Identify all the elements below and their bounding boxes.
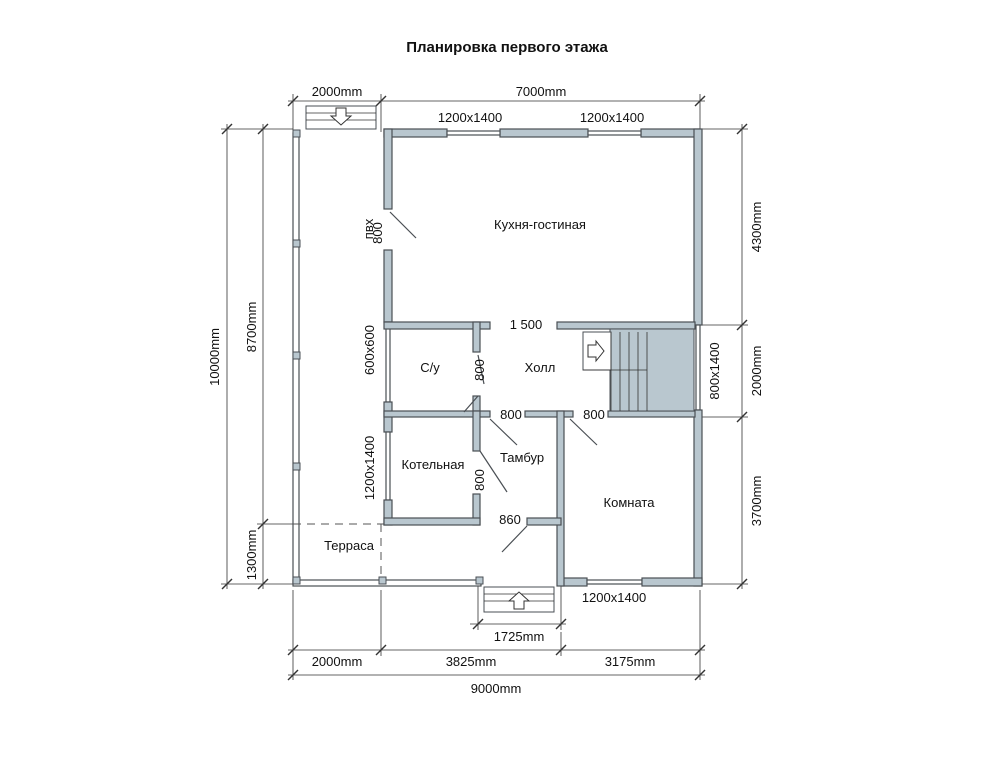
dim-left-terrace: 1300mm bbox=[244, 530, 259, 581]
label-door-wc: 800 bbox=[472, 359, 487, 381]
label-window-room: 1200x1400 bbox=[582, 590, 646, 605]
room-room: Комната bbox=[604, 495, 656, 510]
interior-stairs bbox=[582, 328, 695, 412]
dimension-lines bbox=[221, 94, 748, 681]
dim-right-top: 4300mm bbox=[749, 202, 764, 253]
room-boiler: Котельная bbox=[402, 457, 465, 472]
label-window-wc: 600x600 bbox=[362, 325, 377, 375]
room-kitchen: Кухня-гостиная bbox=[494, 217, 586, 232]
room-vestibule: Тамбур bbox=[500, 450, 544, 465]
terrace bbox=[292, 129, 484, 587]
dim-bottom-total: 9000mm bbox=[471, 681, 522, 696]
doors bbox=[389, 211, 598, 553]
label-window-boiler: 1200x1400 bbox=[362, 436, 377, 500]
label-window-top-left: 1200x1400 bbox=[438, 110, 502, 125]
label-door-pvh: пвх bbox=[361, 218, 376, 239]
walls bbox=[383, 128, 703, 587]
arrow-up-icon bbox=[507, 591, 531, 610]
dim-bottom-2: 3825mm bbox=[446, 654, 497, 669]
dim-porch: 1725mm bbox=[494, 629, 545, 644]
room-terrace: Терраса bbox=[324, 538, 375, 553]
dim-right-bottom: 3700mm bbox=[749, 476, 764, 527]
room-hall: Холл bbox=[525, 360, 556, 375]
label-window-top-right: 1200x1400 bbox=[580, 110, 644, 125]
terrace-stairs-top bbox=[305, 105, 377, 130]
entrance-stairs bbox=[483, 586, 555, 613]
arrow-right-icon bbox=[587, 339, 605, 363]
dim-left-inner: 8700mm bbox=[244, 302, 259, 353]
dim-right-mid: 2000mm bbox=[749, 346, 764, 397]
label-door-pvh-size: 800 bbox=[370, 222, 385, 244]
dim-bottom-1: 2000mm bbox=[312, 654, 363, 669]
plan-title: Планировка первого этажа bbox=[406, 39, 608, 56]
label-door-boiler: 800 bbox=[472, 469, 487, 491]
label-door-entrance: 860 bbox=[499, 512, 521, 527]
arrow-down-icon bbox=[329, 107, 353, 126]
dim-bottom-3: 3175mm bbox=[605, 654, 656, 669]
room-wc: С/у bbox=[420, 360, 440, 375]
dim-left-total: 10000mm bbox=[207, 328, 222, 386]
label-window-stairs: 800x1400 bbox=[707, 342, 722, 399]
dim-top-right: 7000mm bbox=[516, 84, 567, 99]
dim-top-left: 2000mm bbox=[312, 84, 363, 99]
label-door-vestibule-top: 800 bbox=[500, 407, 522, 422]
label-door-room: 800 bbox=[583, 407, 605, 422]
label-opening-hall: 1 500 bbox=[510, 317, 543, 332]
